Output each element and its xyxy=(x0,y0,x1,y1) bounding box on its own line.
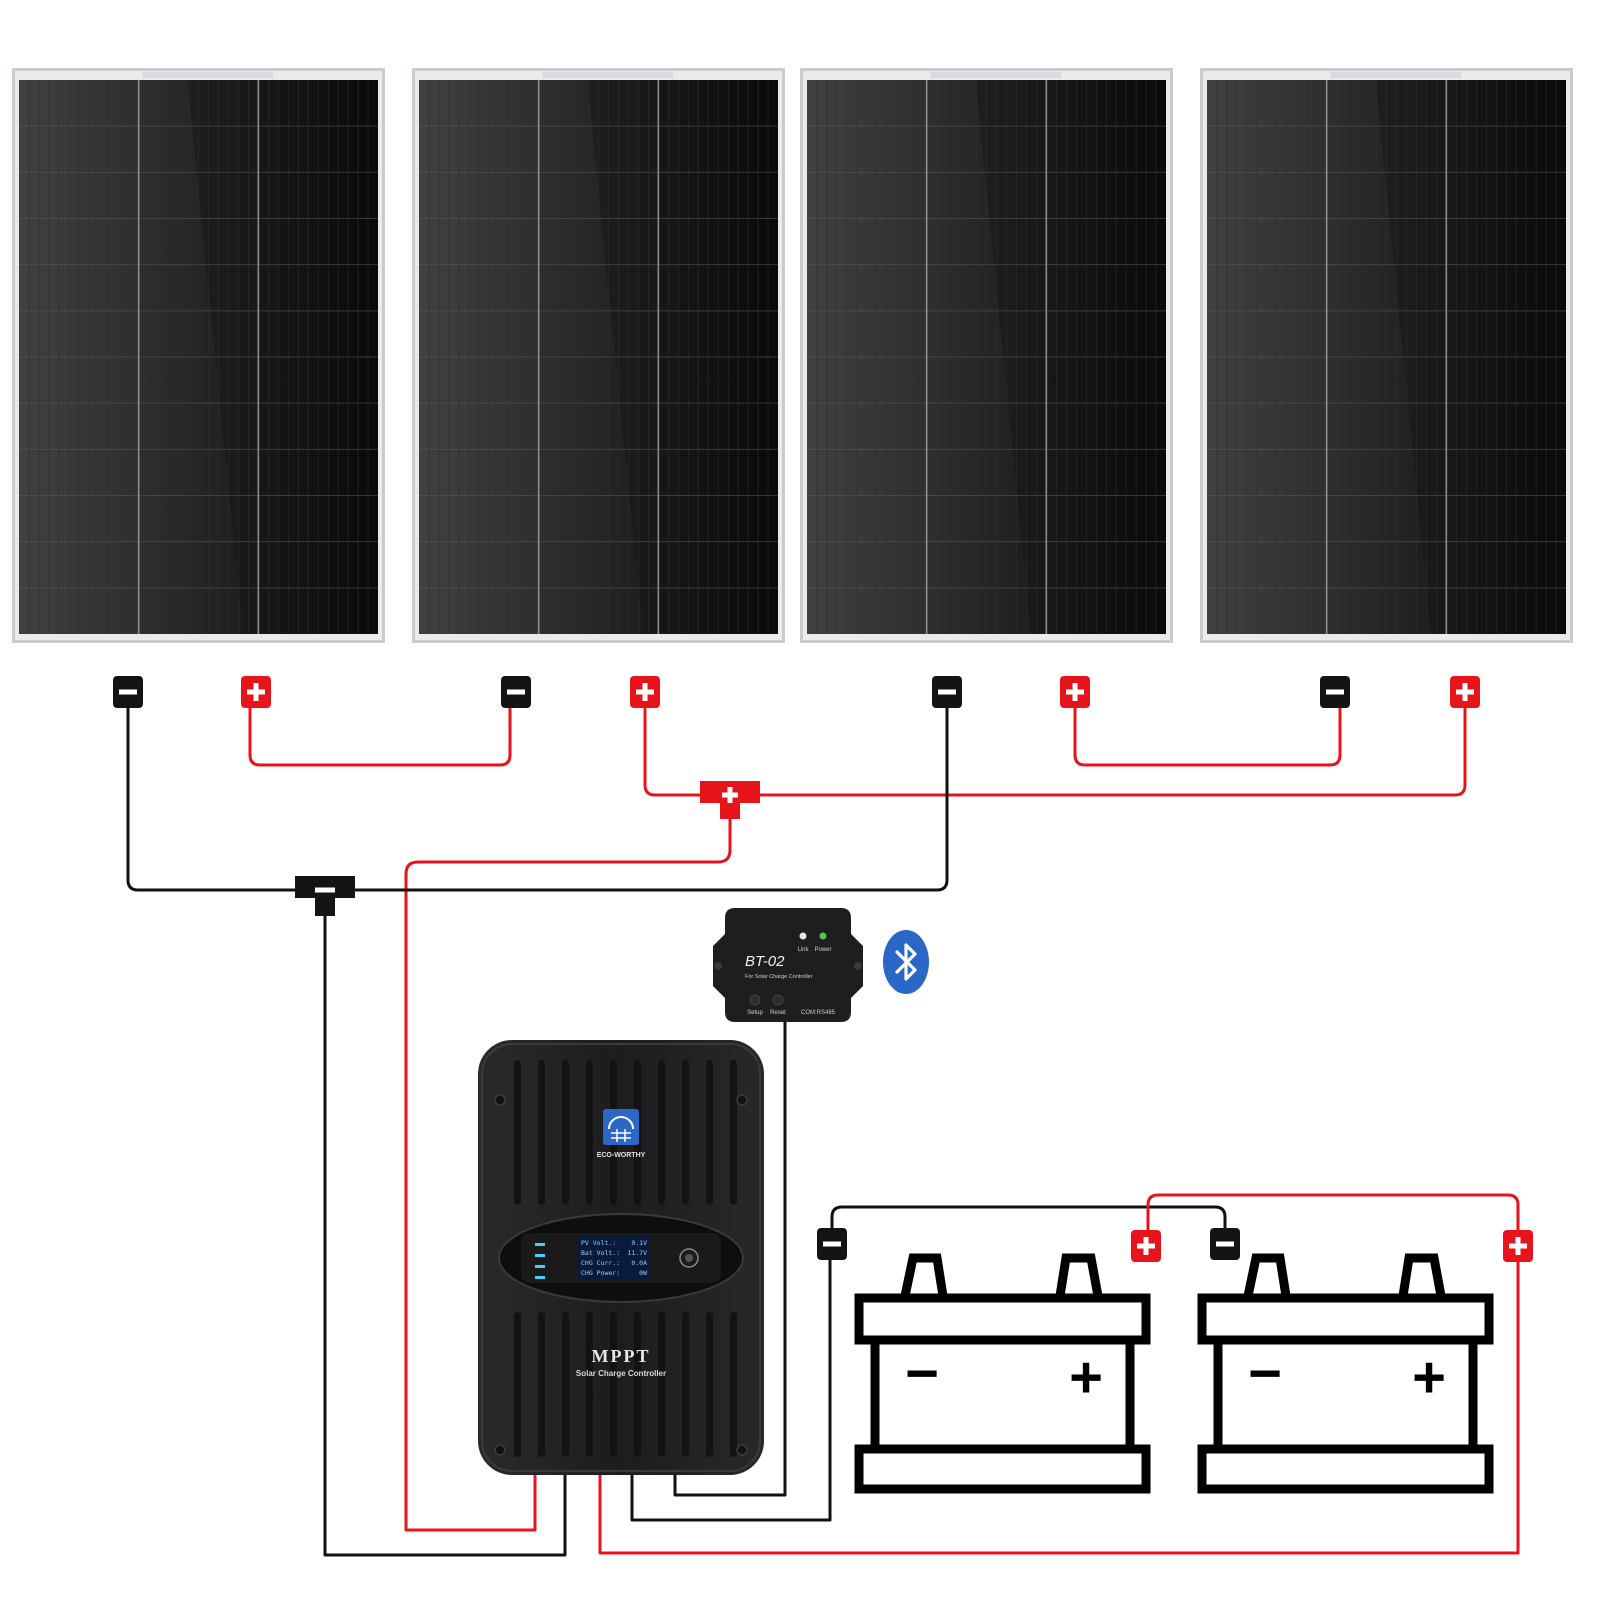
bt-02-module: Link Power BT-02 For Solar Charge Contro… xyxy=(713,908,863,1022)
battery-plus-sign: + xyxy=(1412,1345,1446,1410)
reset-button[interactable] xyxy=(772,994,784,1006)
lcd-value: 0.1V xyxy=(631,1239,647,1247)
battery-1-negative-terminal xyxy=(817,1228,847,1260)
link-led-label: Link xyxy=(797,947,809,953)
power-led-label: Power xyxy=(814,947,831,953)
solar-panel-1 xyxy=(12,68,385,643)
eco-worthy-logo: ECO-WORTHY xyxy=(597,1109,646,1159)
wire-negative-combine xyxy=(126,688,949,892)
panel-3-negative-terminal xyxy=(932,676,962,708)
mppt-charge-controller: ECO-WORTHY PV Volt.: 0.1V Bat Volt.: 11.7V C… xyxy=(478,1040,764,1475)
link-led xyxy=(799,932,807,940)
positive-y-connector xyxy=(700,781,760,819)
panel-4-positive-terminal xyxy=(1450,676,1480,708)
lcd-label: CHG Curr.: xyxy=(581,1259,620,1267)
controller-model: MPPT xyxy=(592,1346,651,1366)
lcd-label: Bat Volt.: xyxy=(581,1249,620,1257)
reset-button-label: Reset xyxy=(770,1010,786,1016)
wire-positive-series-2 xyxy=(1073,688,1342,767)
wire-positive-to-controller xyxy=(404,816,732,1532)
power-led xyxy=(819,932,827,940)
battery-1-positive-terminal xyxy=(1131,1230,1161,1262)
lcd-value: 0.0A xyxy=(631,1259,647,1267)
panel-2-positive-terminal xyxy=(630,676,660,708)
solar-panel-3 xyxy=(800,68,1173,643)
wire-battery-negative-link xyxy=(830,1205,1227,1232)
battery-minus-sign: − xyxy=(1248,1341,1282,1406)
panel-1-positive-terminal xyxy=(241,676,271,708)
battery-1-icon: −+ xyxy=(854,1253,1151,1494)
lcd-value: 11.7V xyxy=(627,1249,647,1257)
panel-2-negative-terminal xyxy=(501,676,531,708)
lcd-label: PV Volt.: xyxy=(581,1239,616,1247)
battery-2-positive-terminal xyxy=(1503,1230,1533,1262)
battery-2-negative-terminal xyxy=(1210,1228,1240,1260)
setup-button-label: Setup xyxy=(747,1010,763,1016)
panel-1-negative-terminal xyxy=(113,676,143,708)
wire-negative-to-controller xyxy=(323,913,567,1557)
solar-panel-4 xyxy=(1200,68,1573,643)
bluetooth-icon xyxy=(883,930,929,994)
bt-module-model: BT-02 xyxy=(745,953,785,970)
wire-battery-positive xyxy=(598,1260,1520,1555)
wire-positive-combine xyxy=(643,688,1467,797)
panel-4-negative-terminal xyxy=(1320,676,1350,708)
wire-bt-cable xyxy=(673,1020,787,1497)
wire-positive-series-1 xyxy=(248,688,512,767)
wire-battery-positive-link xyxy=(1146,1193,1520,1232)
battery-2-icon: −+ xyxy=(1197,1253,1494,1494)
lcd-value: 0W xyxy=(639,1269,647,1277)
status-indicators xyxy=(535,1243,545,1279)
controller-subtitle: Solar Charge Controller xyxy=(576,1369,666,1378)
controller-brand: ECO-WORTHY xyxy=(597,1152,646,1159)
wire-battery-negative xyxy=(630,1258,832,1522)
battery-plus-sign: + xyxy=(1069,1345,1103,1410)
bt-module-port: COM:RS485 xyxy=(801,1010,836,1016)
negative-y-connector xyxy=(295,876,355,916)
solar-panel-2 xyxy=(412,68,785,643)
setup-button[interactable] xyxy=(749,994,761,1006)
lcd-label: CHG Power: xyxy=(581,1269,620,1277)
battery-minus-sign: − xyxy=(905,1341,939,1406)
lcd-readout: PV Volt.: 0.1V Bat Volt.: 11.7V CHG Curr.: 0.… xyxy=(581,1239,647,1277)
bt-module-subtitle: For Solar Charge Controller xyxy=(745,974,813,980)
lcd-screen xyxy=(578,1236,650,1280)
panel-3-positive-terminal xyxy=(1060,676,1090,708)
